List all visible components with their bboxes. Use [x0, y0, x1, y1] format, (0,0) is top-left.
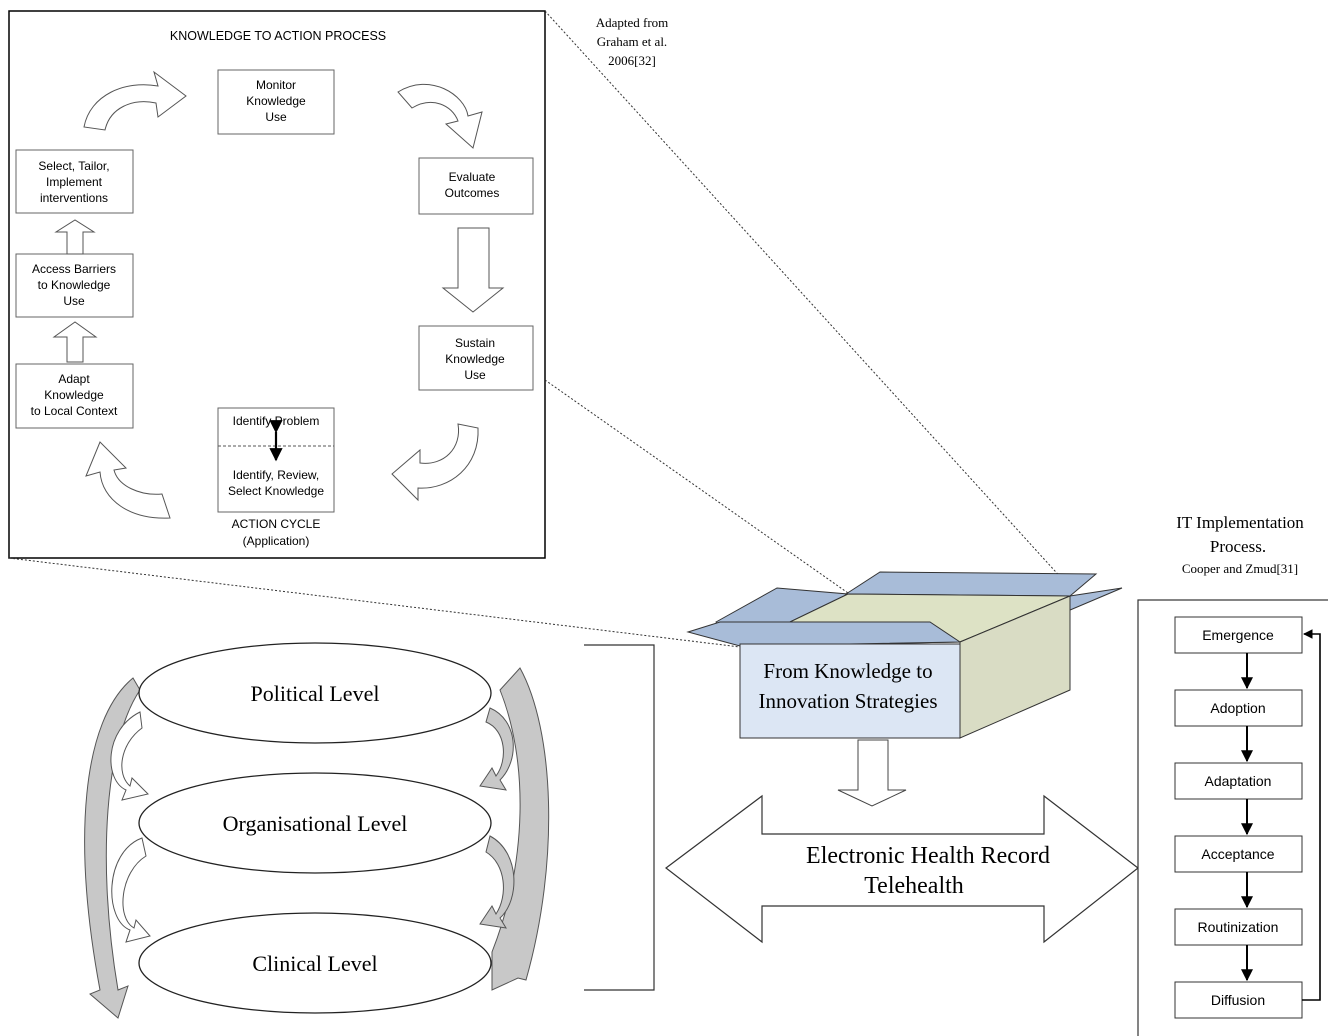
kta-curved-arrow-top-right: [397, 83, 483, 149]
kta-box-select-line: interventions: [40, 191, 108, 205]
clinical-level: Clinical Level: [138, 912, 492, 1014]
kta-box-adapt: Adapt Knowledge to Local Context: [15, 363, 134, 429]
it-stage-adoption: Adoption: [1174, 689, 1303, 727]
levels-stack: Political Level Organisational Level Cli…: [84, 642, 550, 1019]
box-front: [739, 643, 961, 739]
center-arrow-label-line: Telehealth: [864, 873, 964, 899]
kta-curved-arrow-bottom-right: [391, 423, 479, 502]
center-double-arrow: Electronic Health Record Telehealth: [665, 794, 1139, 944]
kta-source-note: Adapted from Graham et al. 2006[32]: [596, 15, 669, 68]
kta-box-access-line: Use: [63, 294, 85, 308]
political-level-label: Political Level: [251, 681, 380, 706]
kta-up-arrow-2: [52, 321, 98, 363]
it-stage-adaptation: Adaptation: [1174, 762, 1303, 800]
small-curved-arrow-left-1: [110, 711, 149, 801]
kta-box-select: Select, Tailor, Implement interventions: [15, 149, 134, 214]
it-stage-label: Adaptation: [1205, 773, 1272, 789]
levels-bracket: [584, 644, 655, 991]
kta-box-adapt-line: Knowledge: [44, 388, 104, 402]
box-label-line: Innovation Strategies: [758, 689, 937, 713]
kta-action-cycle-line: (Application): [243, 534, 310, 548]
kta-box-evaluate-line: Outcomes: [445, 186, 500, 200]
kta-box-sustain-line: Knowledge: [445, 352, 505, 366]
kta-box-select-line: Implement: [46, 175, 103, 189]
it-process-title-line: IT Implementation: [1176, 513, 1304, 532]
small-curved-arrow-left-2: [111, 837, 151, 943]
kta-source-line: Adapted from: [596, 15, 669, 30]
kta-source-line: 2006[32]: [608, 53, 656, 68]
kta-box-evaluate: Evaluate Outcomes: [418, 157, 534, 215]
kta-box-monitor-line: Knowledge: [246, 94, 306, 108]
it-stage-label: Emergence: [1202, 627, 1274, 643]
kta-box-monitor-line: Monitor: [256, 78, 296, 92]
zoom-connector-lines: [8, 10, 1076, 648]
kta-box-identify: Identify Problem Identify, Review, Selec…: [217, 407, 335, 513]
kta-box-select-line: Select, Tailor,: [38, 159, 109, 173]
kta-box-access-line: Access Barriers: [32, 262, 116, 276]
it-stage-diffusion: Diffusion: [1174, 981, 1303, 1019]
kta-down-arrow: [441, 227, 505, 313]
kta-box-adapt-line: to Local Context: [31, 404, 118, 418]
small-curved-arrow-right-2: [479, 835, 515, 929]
kta-up-arrow-1: [54, 219, 96, 255]
organisational-level-label: Organisational Level: [223, 811, 408, 836]
kta-box-monitor: Monitor Knowledge Use: [217, 69, 335, 135]
box-flap-front: [686, 621, 962, 647]
it-process-title-line: Process.: [1210, 537, 1266, 556]
kta-box-sustain-line: Sustain: [455, 336, 495, 350]
it-stage-routinization: Routinization: [1174, 908, 1303, 946]
open-box: From Knowledge to Innovation Strategies: [686, 571, 1123, 739]
it-stage-label: Routinization: [1198, 919, 1279, 935]
it-stage-label: Acceptance: [1201, 846, 1274, 862]
organisational-level: Organisational Level: [138, 772, 492, 874]
kta-panel: KNOWLEDGE TO ACTION PROCESS Monitor Know…: [8, 10, 546, 559]
it-process-header: IT Implementation Process. Cooper and Zm…: [1176, 513, 1304, 576]
it-stage-label: Adoption: [1210, 700, 1265, 716]
it-process-frame: [1137, 599, 1328, 1036]
it-feedback-loop-arrow: [1302, 629, 1321, 1001]
kta-box-evaluate-line: Evaluate: [449, 170, 496, 184]
kta-box-adapt-line: Adapt: [58, 372, 90, 386]
kta-box-monitor-line: Use: [265, 110, 287, 124]
kta-action-cycle-line: ACTION CYCLE: [232, 517, 321, 531]
it-stage-label: Diffusion: [1211, 992, 1265, 1008]
kta-box-sustain-line: Use: [464, 368, 486, 382]
kta-identify-problem: Identify Problem: [233, 414, 320, 428]
center-arrow-label-line: Electronic Health Record: [806, 843, 1050, 869]
box-label-line: From Knowledge to: [763, 659, 932, 683]
kta-box-sustain: Sustain Knowledge Use: [418, 325, 534, 391]
it-stage-emergence: Emergence: [1174, 616, 1303, 654]
box-down-arrow: [837, 739, 907, 807]
small-curved-arrow-right-1: [479, 707, 514, 791]
kta-curved-arrow-bottom-left: [85, 441, 171, 519]
kta-identify-review-line: Identify, Review,: [233, 468, 319, 482]
kta-source-line: Graham et al.: [597, 34, 667, 49]
it-process-source: Cooper and Zmud[31]: [1182, 561, 1298, 576]
kta-identify-review-line: Select Knowledge: [228, 484, 324, 498]
kta-box-access-line: to Knowledge: [38, 278, 111, 292]
it-stage-acceptance: Acceptance: [1174, 835, 1303, 873]
political-level: Political Level: [138, 642, 492, 744]
it-process-panel: Emergence Adoption Adaptation Acceptance…: [1137, 599, 1328, 1036]
clinical-level-label: Clinical Level: [252, 951, 377, 976]
box-flap-back: [844, 571, 1098, 597]
kta-curved-arrow-top-left: [83, 70, 187, 131]
kta-box-access: Access Barriers to Knowledge Use: [15, 253, 134, 318]
kta-title: KNOWLEDGE TO ACTION PROCESS: [170, 29, 386, 43]
